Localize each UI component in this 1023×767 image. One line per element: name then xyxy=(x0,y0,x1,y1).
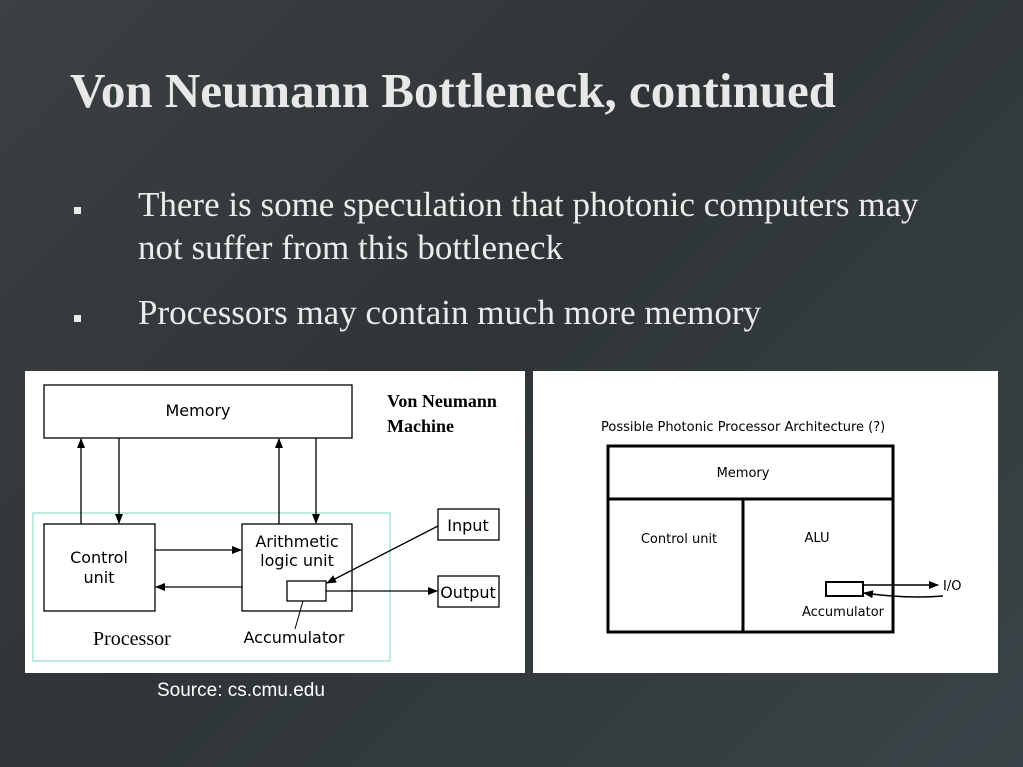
von-neumann-diagram: Memory Control unit Arithmetic logic uni… xyxy=(25,371,525,673)
bullet-item: Processors may contain much more memory xyxy=(70,291,970,334)
photonic-memory-label: Memory xyxy=(717,466,770,481)
photonic-svg: Possible Photonic Processor Architecture… xyxy=(601,420,961,634)
alu-label-2: logic unit xyxy=(260,551,334,570)
square-bullet-icon xyxy=(74,207,81,214)
output-box xyxy=(437,575,500,608)
memory-box xyxy=(43,384,353,439)
bullet-list: There is some speculation that photonic … xyxy=(70,183,970,356)
diagram-heading-1: Von Neumann xyxy=(387,391,497,411)
accumulator-box xyxy=(286,580,327,602)
photonic-control-label: Control unit xyxy=(641,532,717,547)
photonic-outer-box xyxy=(606,444,895,634)
control-unit-box xyxy=(43,523,156,612)
photonic-diagram: Possible Photonic Processor Architecture… xyxy=(533,371,998,673)
memory-label: Memory xyxy=(165,401,230,420)
accumulator-leader xyxy=(294,600,304,630)
photonic-alu-label: ALU xyxy=(804,531,829,546)
bullet-text: Processors may contain much more memory xyxy=(138,293,762,332)
input-label: Input xyxy=(447,516,488,535)
bullet-item: There is some speculation that photonic … xyxy=(70,183,970,269)
output-label: Output xyxy=(440,583,496,602)
photonic-io-arrow-in xyxy=(863,590,944,599)
alu-label-1: Arithmetic xyxy=(255,532,338,551)
photonic-heading: Possible Photonic Processor Architecture… xyxy=(601,420,885,435)
diagram-heading-2: Machine xyxy=(387,416,454,436)
input-box xyxy=(437,508,500,541)
processor-label: Processor xyxy=(93,628,171,650)
arrow-input-to-accumulator xyxy=(326,525,439,584)
slide-title: Von Neumann Bottleneck, continued xyxy=(70,63,836,118)
control-unit-label-1: Control xyxy=(70,548,128,567)
control-unit-label-2: unit xyxy=(84,568,115,587)
photonic-accumulator-box xyxy=(825,581,864,597)
photonic-accumulator-label: Accumulator xyxy=(802,605,885,620)
processor-box xyxy=(32,512,391,662)
photonic-io-label: I/O xyxy=(943,579,961,594)
accumulator-label: Accumulator xyxy=(243,628,344,647)
von-neumann-svg: Memory Control unit Arithmetic logic uni… xyxy=(32,384,500,662)
bullet-text: There is some speculation that photonic … xyxy=(138,185,919,267)
square-bullet-icon xyxy=(74,315,81,322)
source-caption: Source: cs.cmu.edu xyxy=(157,680,325,701)
